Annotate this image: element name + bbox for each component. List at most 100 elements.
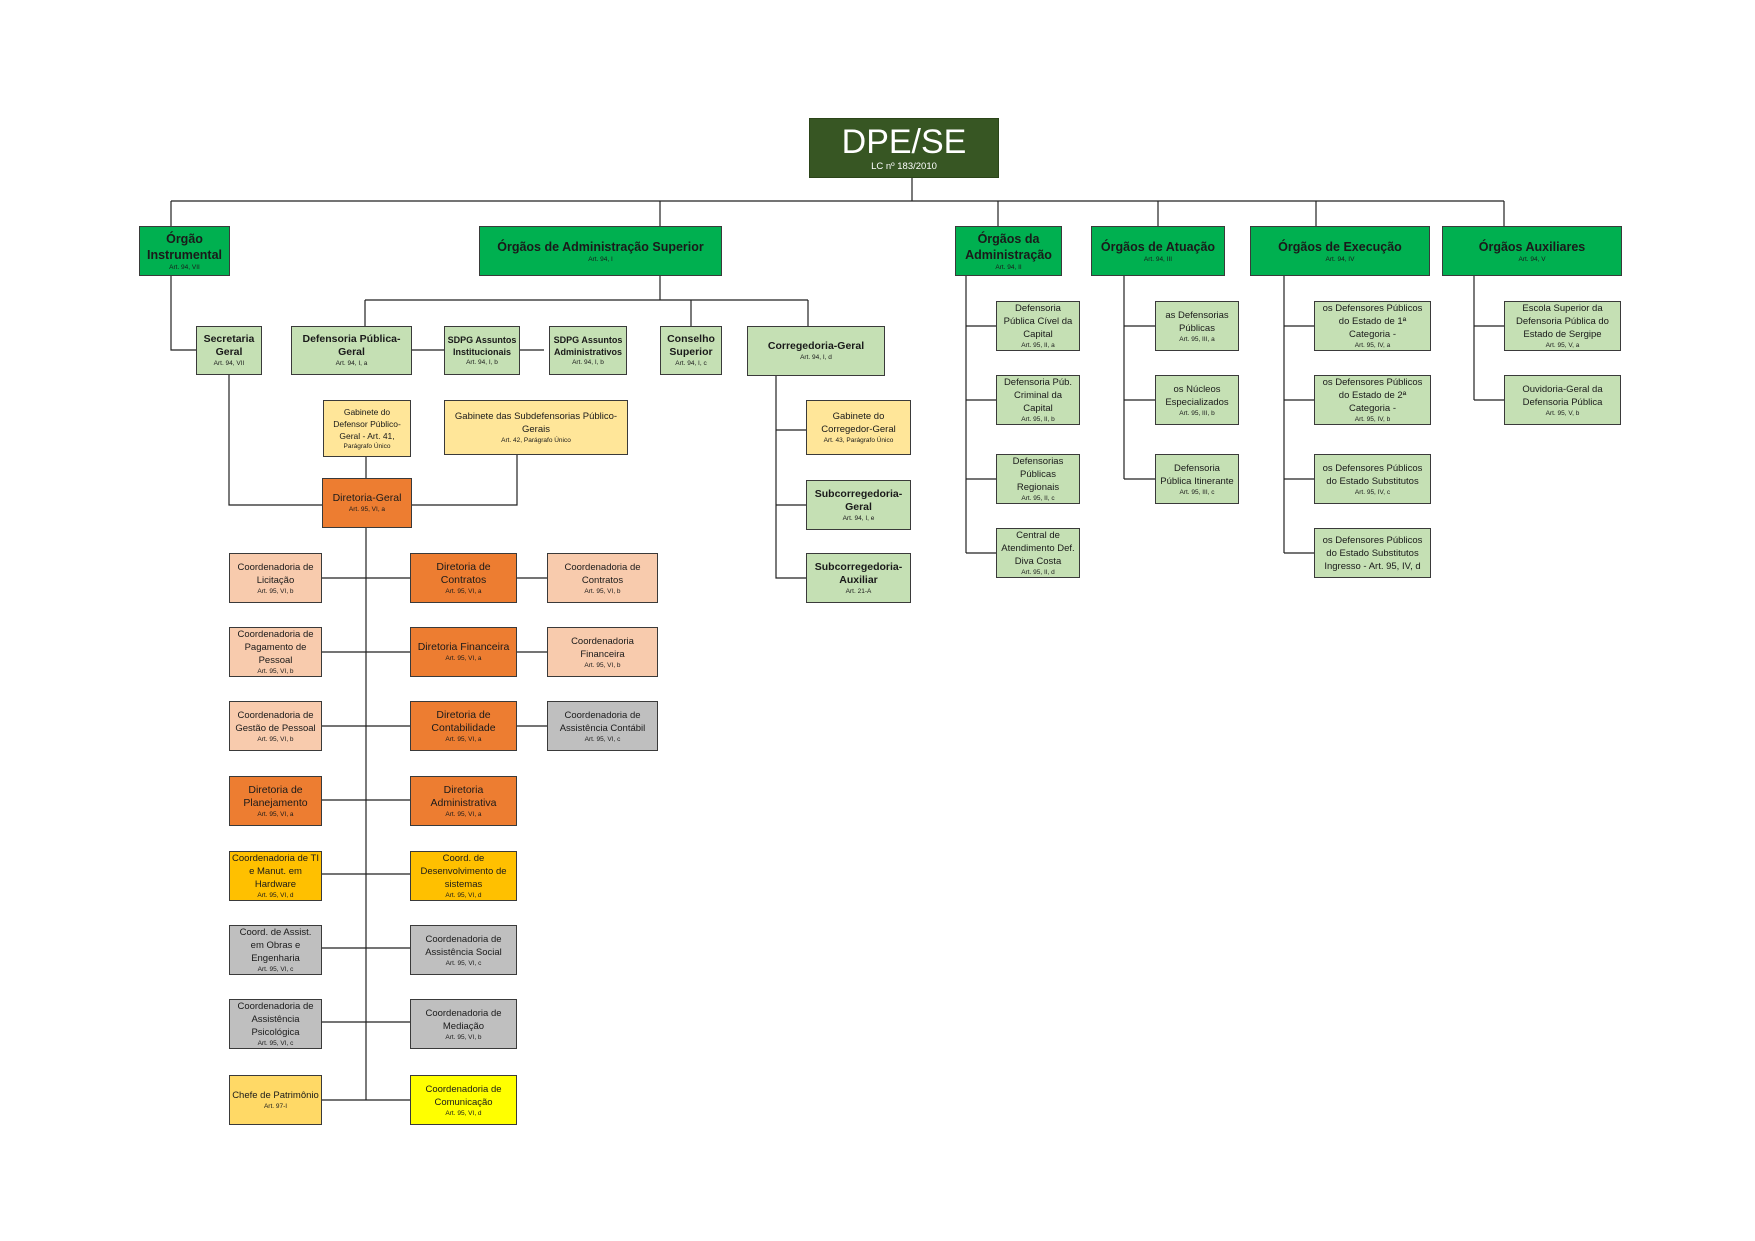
node-subtitle: Art. 95, VI, a xyxy=(257,810,294,818)
diretoria-planejamento[interactable]: Diretoria de Planejamento Art. 95, VI, a xyxy=(229,776,322,826)
nucleos-especializados[interactable]: os Núcleos Especializados Art. 95, III, … xyxy=(1155,375,1239,425)
diretoria-financeira[interactable]: Diretoria Financeira Art. 95, VI, a xyxy=(410,627,517,677)
node-title: Ouvidoria-Geral da Defensoria Pública xyxy=(1522,383,1603,408)
node-subtitle: Art. 95, VI, c xyxy=(257,1040,294,1047)
node-subtitle: Art. 94, VII xyxy=(213,360,245,367)
node-subtitle: Art. 95, VI, a xyxy=(445,655,482,662)
defensoria-criminal-capital[interactable]: Defensoria Púb. Criminal da Capital Art.… xyxy=(996,375,1080,425)
diretoria-contabilidade[interactable]: Diretoria de Contabilidade Art. 95, VI, … xyxy=(410,701,517,751)
node-subtitle: Art. 94, VII xyxy=(169,263,200,271)
node-subtitle: Art. 21-A xyxy=(845,587,872,595)
node-subtitle: Art. 95, IV, c xyxy=(1354,488,1391,496)
node-title: Órgãos de Execução xyxy=(1278,239,1402,254)
node-subtitle: Art. 94, I, a xyxy=(335,360,368,367)
node-title: os Defensores Públicos do Estado de 1ª C… xyxy=(1322,303,1423,340)
corregedoria-geral[interactable]: Corregedoria-Geral Art. 94, I, d xyxy=(747,326,885,376)
node-subtitle: Art. 95, VI, a xyxy=(445,810,482,818)
node-title: Órgãos de Administração Superior xyxy=(497,239,704,254)
node-title: Subcorregedoria-Geral xyxy=(814,487,903,513)
node-subtitle: Art. 94, V xyxy=(1518,255,1546,263)
ouvidoria-geral[interactable]: Ouvidoria-Geral da Defensoria Pública Ar… xyxy=(1504,375,1621,425)
sdpg-assuntos-administrativos[interactable]: SDPG Assuntos Administrativos Art. 94, I… xyxy=(549,326,627,375)
gabinete-subdefensorias[interactable]: Gabinete das Subdefensorias Público-Gera… xyxy=(444,400,628,455)
node-title: Coordenadoria de Assistência Contábil xyxy=(559,709,646,734)
defensorias-publicas-regionais[interactable]: Defensorias Públicas Regionais Art. 95, … xyxy=(996,454,1080,504)
node-subtitle: Art. 95, VI, c xyxy=(445,959,482,967)
node-title: Coord. de Desenvolvimento de sistemas xyxy=(420,853,507,890)
node-title: Defensoria Pública Itinerante xyxy=(1160,462,1234,487)
node-subtitle: Art. 94, IV xyxy=(1325,255,1355,263)
node-title: Diretoria-Geral xyxy=(332,492,402,504)
defensores-substitutos-ingresso[interactable]: os Defensores Públicos do Estado Substit… xyxy=(1314,528,1431,578)
node-title: os Defensores Públicos do Estado Substit… xyxy=(1322,462,1423,487)
defensores-substitutos[interactable]: os Defensores Públicos do Estado Substit… xyxy=(1314,454,1431,504)
coordenadoria-ti-hardware[interactable]: Coordenadoria de TI e Manut. em Hardware… xyxy=(229,851,322,901)
coord-obras-engenharia[interactable]: Coord. de Assist. em Obras e Engenharia … xyxy=(229,925,322,975)
node-title: Coordenadoria de Gestão de Pessoal xyxy=(235,709,316,734)
node-subtitle: Art. 95, III, a xyxy=(1179,335,1215,343)
orgaos-auxiliares[interactable]: Órgãos Auxiliares Art. 94, V xyxy=(1442,226,1622,276)
coordenadoria-assistencia-social[interactable]: Coordenadoria de Assistência Social Art.… xyxy=(410,925,517,975)
conselho-superior[interactable]: Conselho Superior Art. 94, I, c xyxy=(660,326,722,375)
node-subtitle: Art. 95, V, a xyxy=(1545,342,1580,349)
defensoria-publica-civel-capital[interactable]: Defensoria Pública Cível da Capital Art.… xyxy=(996,301,1080,351)
subcorregedoria-geral[interactable]: Subcorregedoria-Geral Art. 94, I, e xyxy=(806,480,911,530)
coordenadoria-pagamento-pessoal[interactable]: Coordenadoria de Pagamento de Pessoal Ar… xyxy=(229,627,322,677)
diretoria-contratos[interactable]: Diretoria de Contratos Art. 95, VI, a xyxy=(410,553,517,603)
coordenadoria-comunicacao[interactable]: Coordenadoria de Comunicação Art. 95, VI… xyxy=(410,1075,517,1125)
node-subtitle: Art. 95, VI, b xyxy=(584,587,621,595)
subcorregedoria-auxiliar[interactable]: Subcorregedoria-Auxiliar Art. 21-A xyxy=(806,553,911,603)
coordenadoria-gestao-pessoal[interactable]: Coordenadoria de Gestão de Pessoal Art. … xyxy=(229,701,322,751)
orgao-instrumental[interactable]: Órgão Instrumental Art. 94, VII xyxy=(139,226,230,276)
defensores-segunda-categoria[interactable]: os Defensores Públicos do Estado de 2ª C… xyxy=(1314,375,1431,425)
node-title: Órgãos Auxiliares xyxy=(1478,239,1586,254)
dpe-se-root[interactable]: DPE/SE LC nº 183/2010 xyxy=(809,118,999,178)
coordenadoria-mediacao[interactable]: Coordenadoria de Mediação Art. 95, VI, b xyxy=(410,999,517,1049)
diretoria-administrativa[interactable]: Diretoria Administrativa Art. 95, VI, a xyxy=(410,776,517,826)
sdpg-assuntos-institucionais[interactable]: SDPG Assuntos Institucionais Art. 94, I,… xyxy=(444,326,520,375)
node-title: Gabinete do Defensor Público-Geral - Art… xyxy=(333,407,401,441)
node-subtitle: Art. 94, I xyxy=(588,255,613,263)
coordenadoria-financeira[interactable]: Coordenadoria Financeira Art. 95, VI, b xyxy=(547,627,658,677)
node-title: Diretoria de Contratos xyxy=(436,560,491,586)
central-atendimento-diva-costa[interactable]: Central de Atendimento Def. Diva Costa A… xyxy=(996,528,1080,578)
orgaos-administracao[interactable]: Órgãos da Administração Art. 94, II xyxy=(955,226,1062,276)
node-title: Coordenadoria de Mediação xyxy=(425,1007,502,1032)
node-subtitle: Art. 95, II, d xyxy=(1021,569,1055,576)
defensores-primeira-categoria[interactable]: os Defensores Públicos do Estado de 1ª C… xyxy=(1314,301,1431,351)
chefe-patrimonio[interactable]: Chefe de Patrimônio Art. 97-I xyxy=(229,1075,322,1125)
node-subtitle: Art. 95, VI, a xyxy=(348,506,386,513)
coordenadoria-assistencia-contabil[interactable]: Coordenadoria de Assistência Contábil Ar… xyxy=(547,701,658,751)
coord-desenvolvimento-sistemas[interactable]: Coord. de Desenvolvimento de sistemas Ar… xyxy=(410,851,517,901)
node-subtitle: Art. 95, VI, b xyxy=(257,587,294,595)
node-subtitle: Art. 94, I, b xyxy=(466,359,498,366)
node-subtitle: Art. 95, II, b xyxy=(1021,416,1055,423)
node-title: Coordenadoria de Licitação xyxy=(237,561,314,586)
gabinete-defensor-publico-geral[interactable]: Gabinete do Defensor Público-Geral - Art… xyxy=(323,400,411,457)
orgaos-execucao[interactable]: Órgãos de Execução Art. 94, IV xyxy=(1250,226,1430,276)
node-subtitle: Art. 95, II, a xyxy=(1021,342,1055,349)
node-title: as Defensorias Públicas xyxy=(1165,309,1229,334)
node-subtitle: Art. 97-I xyxy=(263,1103,288,1110)
node-subtitle: Art. 94, I, b xyxy=(572,359,604,366)
node-title: Defensorias Públicas Regionais xyxy=(1012,456,1064,493)
node-subtitle: LC nº 183/2010 xyxy=(871,161,937,172)
node-title: os Defensores Públicos do Estado de 2ª C… xyxy=(1322,377,1423,414)
diretoria-geral[interactable]: Diretoria-Geral Art. 95, VI, a xyxy=(322,478,412,528)
orgaos-administracao-superior[interactable]: Órgãos de Administração Superior Art. 94… xyxy=(479,226,722,276)
coordenadoria-licitacao[interactable]: Coordenadoria de Licitação Art. 95, VI, … xyxy=(229,553,322,603)
gabinete-corregedor-geral[interactable]: Gabinete do Corregedor-Geral Art. 43, Pa… xyxy=(806,400,911,455)
node-title: SDPG Assuntos Administrativos xyxy=(553,335,623,357)
node-subtitle: Art. 95, III, b xyxy=(1179,409,1215,417)
orgaos-atuacao[interactable]: Órgãos de Atuação Art. 94, III xyxy=(1091,226,1225,276)
defensoria-publica-geral[interactable]: Defensoria Pública-Geral Art. 94, I, a xyxy=(291,326,412,375)
node-subtitle: Art. 95, VI, d xyxy=(445,1109,482,1117)
node-title: Coordenadoria de Assistência Social xyxy=(425,933,502,958)
as-defensorias-publicas[interactable]: as Defensorias Públicas Art. 95, III, a xyxy=(1155,301,1239,351)
secretaria-geral[interactable]: Secretaria Geral Art. 94, VII xyxy=(196,326,262,375)
coordenadoria-contratos[interactable]: Coordenadoria de Contratos Art. 95, VI, … xyxy=(547,553,658,603)
escola-superior-defensoria[interactable]: Escola Superior da Defensoria Pública do… xyxy=(1504,301,1621,351)
coordenadoria-assistencia-psicologica[interactable]: Coordenadoria de Assistência Psicológica… xyxy=(229,999,322,1049)
node-subtitle: Art. 94, III xyxy=(1143,255,1173,263)
defensoria-itinerante[interactable]: Defensoria Pública Itinerante Art. 95, I… xyxy=(1155,454,1239,504)
